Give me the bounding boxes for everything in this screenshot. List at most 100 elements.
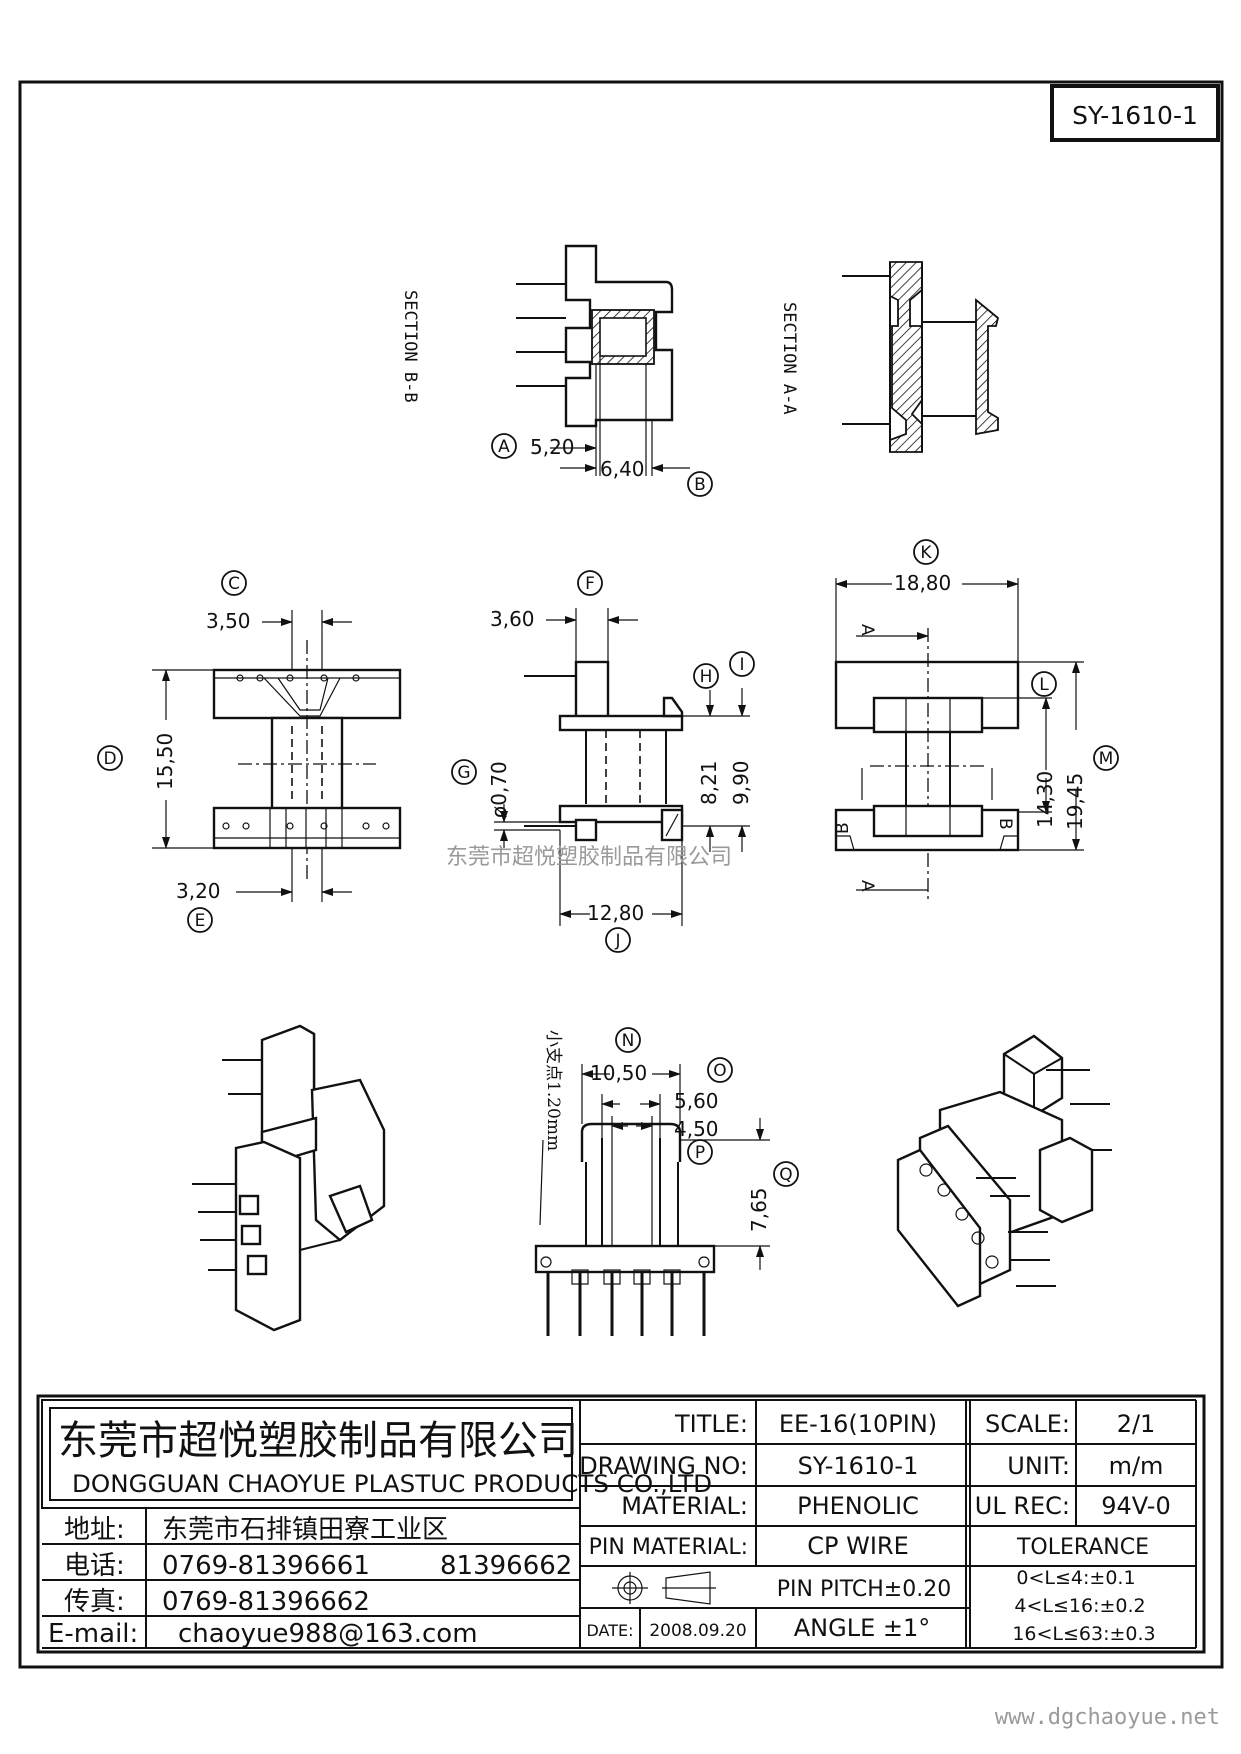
- side-view-fghij: 3,60 8,21 9,90 ø0,70 12,80: [487, 607, 753, 926]
- angle: ANGLE ±1°: [794, 1614, 931, 1642]
- section-mark-a-top: A: [857, 624, 877, 636]
- callout-q: Q: [773, 1161, 799, 1187]
- unit-value: m/m: [1109, 1452, 1164, 1480]
- date-value: 2008.09.20: [649, 1621, 746, 1641]
- title-block: 东莞市超悦塑胶制品有限公司 DONGGUAN CHAOYUE PLASTUC P…: [36, 1394, 1206, 1654]
- callout-j: J: [605, 927, 631, 953]
- section-aa-view: SECTION A-A: [779, 261, 1000, 453]
- dim-g: ø0,70: [487, 761, 511, 818]
- tolerance-row-2: 4<L≤16:±0.2: [1014, 1595, 1145, 1617]
- section-bb-view: SECTION B-B 5,20 6,40: [400, 244, 690, 481]
- dim-h: 8,21: [697, 760, 721, 805]
- tel-value-2: 81396662: [440, 1551, 572, 1581]
- callouts: A B C D E F G H I J K L M N O P Q: [97, 433, 1119, 1187]
- material-label: MATERIAL:: [621, 1492, 748, 1520]
- fax-value: 0769-81396662: [162, 1587, 370, 1617]
- dim-c: 3,50: [206, 609, 251, 633]
- pin-material-label: PIN MATERIAL:: [589, 1535, 748, 1560]
- callout-letter: O: [713, 1061, 726, 1081]
- tolerance-row-1: 0<L≤4:±0.1: [1016, 1567, 1135, 1589]
- callout-m: M: [1093, 745, 1119, 771]
- callout-letter: I: [739, 655, 744, 675]
- tel-label: 电话:: [64, 1551, 125, 1581]
- callout-l: L: [1031, 671, 1057, 697]
- website-url: www.dgchaoyue.net: [995, 1705, 1220, 1730]
- callout-p: P: [687, 1139, 713, 1165]
- section-mark-b-right: B: [995, 818, 1015, 830]
- dim-l: 14,30: [1033, 771, 1057, 828]
- unit-label: UNIT:: [1007, 1452, 1070, 1480]
- section-mark-a-bottom: A: [857, 880, 877, 892]
- address-label: 地址:: [64, 1515, 125, 1545]
- dim-f: 3,60: [490, 607, 535, 631]
- tel-value-1: 0769-81396661: [162, 1551, 370, 1581]
- pin-pitch: PIN PITCH±0.20: [777, 1577, 951, 1602]
- callout-d: D: [97, 745, 123, 771]
- section-bb-label: SECTION B-B: [400, 290, 420, 403]
- dim-p: 4,50: [674, 1117, 719, 1141]
- callout-letter: C: [228, 574, 240, 594]
- drawing-code-box: SY-1610-1: [1050, 84, 1220, 142]
- callout-letter: K: [920, 543, 932, 563]
- pin-material-value: CP WIRE: [807, 1532, 909, 1560]
- title-value: EE-16(10PIN): [779, 1410, 937, 1438]
- ul-label: UL REC:: [975, 1492, 1070, 1520]
- outer-frame: [18, 80, 1224, 1669]
- callout-letter: M: [1099, 749, 1114, 769]
- drawing-no-value: SY-1610-1: [798, 1452, 919, 1480]
- callout-letter: D: [103, 749, 116, 769]
- callout-f: F: [577, 570, 603, 596]
- callout-g: G: [451, 759, 477, 785]
- company-name-en: DONGGUAN CHAOYUE PLASTUC PRODUCTS CO.,LT…: [72, 1470, 712, 1498]
- callout-letter: H: [700, 667, 713, 687]
- callout-o: O: [707, 1057, 733, 1083]
- callout-letter: E: [195, 911, 206, 931]
- dim-j: 12,80: [587, 901, 644, 925]
- callout-letter: B: [694, 475, 706, 495]
- drawing-no-label: DRAWING NO:: [579, 1452, 748, 1480]
- dim-n: 10,50: [590, 1061, 647, 1085]
- callout-c: C: [221, 570, 247, 596]
- email-label: E-mail:: [48, 1619, 138, 1649]
- material-value: PHENOLIC: [797, 1492, 919, 1520]
- section-mark-b-left: B: [833, 822, 853, 834]
- dim-e: 3,20: [176, 879, 221, 903]
- callout-h: H: [693, 663, 719, 689]
- callout-letter: L: [1039, 675, 1049, 695]
- pin-view-nopq: 小支点1.20mm 10,50 5,60: [534, 1030, 771, 1336]
- callout-letter: J: [614, 931, 620, 951]
- dim-d: 15,50: [153, 733, 177, 790]
- callout-k: K: [913, 539, 939, 565]
- dim-q: 7,65: [747, 1187, 771, 1232]
- address-value: 东莞市石排镇田寮工业区: [162, 1515, 448, 1545]
- drawing-code-text: SY-1610-1: [1072, 101, 1198, 130]
- scale-value: 2/1: [1117, 1410, 1156, 1438]
- callout-letter: A: [498, 437, 510, 457]
- section-aa-label: SECTION A-A: [779, 302, 799, 415]
- support-note: 小支点1.20mm: [543, 1030, 563, 1151]
- company-name-cn: 东莞市超悦塑胶制品有限公司: [58, 1418, 578, 1464]
- dim-o: 5,60: [674, 1089, 719, 1113]
- top-view-klm: A A B B 18,80 14,30 19,45: [833, 571, 1087, 900]
- scale-label: SCALE:: [985, 1410, 1070, 1438]
- dim-k: 18,80: [894, 571, 951, 595]
- callout-a: A: [491, 433, 517, 459]
- tolerance-label: TOLERANCE: [1016, 1535, 1149, 1560]
- callout-letter: Q: [779, 1165, 792, 1185]
- dim-a: 5,20: [530, 435, 575, 459]
- isometric-view-left: [192, 1024, 386, 1332]
- isometric-view-right: [896, 1034, 1112, 1308]
- date-label: DATE:: [586, 1621, 633, 1640]
- callout-letter: G: [457, 763, 470, 783]
- callout-i: I: [729, 651, 755, 677]
- dim-b: 6,40: [600, 457, 645, 481]
- callout-letter: P: [695, 1143, 705, 1163]
- ul-value: 94V-0: [1101, 1492, 1170, 1520]
- fax-label: 传真:: [64, 1587, 125, 1617]
- callout-b: B: [687, 471, 713, 497]
- tolerance-row-3: 16<L≤63:±0.3: [1012, 1623, 1155, 1645]
- email-value: chaoyue988@163.com: [178, 1619, 478, 1649]
- callout-letter: N: [622, 1031, 635, 1051]
- callout-n: N: [615, 1027, 641, 1053]
